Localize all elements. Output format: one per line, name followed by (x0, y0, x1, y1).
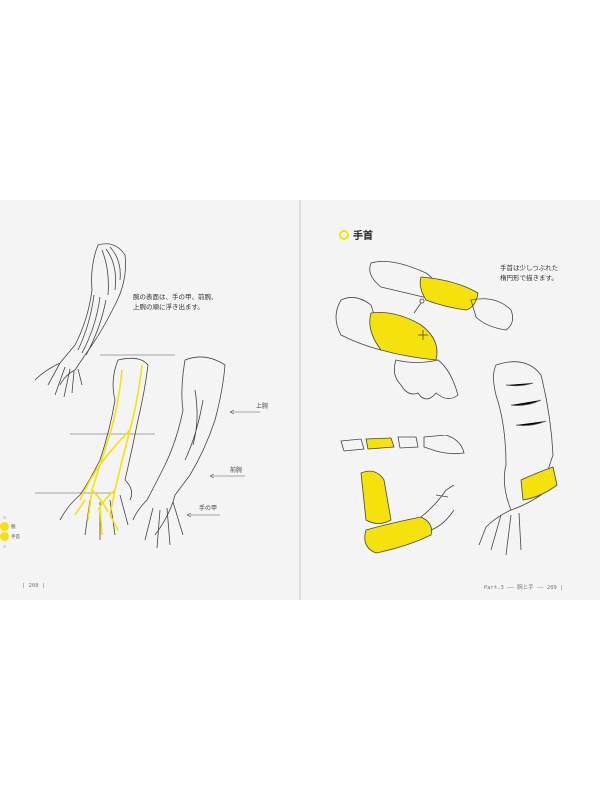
section-heading: 手首 (339, 227, 373, 242)
left-caption: 腕の表面は、手の甲、前腕、 上腕の順に浮き出ます。 (133, 293, 218, 311)
wrist-cylinder-illustration (335, 260, 514, 400)
tab-arm[interactable]: 腕 (11, 525, 16, 530)
book-spread: 腕の表面は、手の甲、前腕、 上腕の順に浮き出ます。 上腕 前腕 手の甲 腕 手首… (0, 200, 600, 600)
section-title: 手首 (353, 231, 373, 242)
outline-arm-illustration (132, 356, 260, 549)
tab-next-dot (0, 532, 9, 541)
right-caption: 手首は少しつぶれた 楕円形で描きます。 (500, 264, 559, 282)
page-number-right: Part.3 —— 腕と手 —— 209 | (484, 583, 563, 591)
bent-arm-illustration (478, 361, 558, 556)
wrist-fragments-illustration (340, 435, 465, 554)
muscle-arm-illustration (34, 243, 126, 398)
label-upper-arm: 上腕 (256, 403, 269, 410)
vein-arm-illustration (35, 354, 175, 540)
folio-page: 209 | (546, 585, 564, 591)
gutter (299, 200, 301, 600)
folio-part: Part.3 (484, 585, 504, 591)
label-forearm: 前腕 (230, 467, 243, 474)
folio-chapter: 腕と手 (517, 585, 534, 591)
tab-marker (3, 545, 6, 548)
left-page: 腕の表面は、手の甲、前腕、 上腕の順に浮き出ます。 上腕 前腕 手の甲 腕 手首… (0, 200, 299, 600)
tab-marker (3, 516, 6, 519)
folio-divider: —— (507, 585, 518, 591)
page-number-left: | 208 | (22, 583, 46, 589)
tab-active-dot (0, 522, 9, 531)
folio-divider: —— (536, 585, 547, 591)
tab-wrist[interactable]: 手首 (11, 535, 20, 540)
right-page: 手首 手首は少しつぶれた 楕円形で描きます。 (301, 200, 600, 600)
ring-icon (339, 229, 349, 240)
label-hand-back: 手の甲 (199, 505, 218, 512)
